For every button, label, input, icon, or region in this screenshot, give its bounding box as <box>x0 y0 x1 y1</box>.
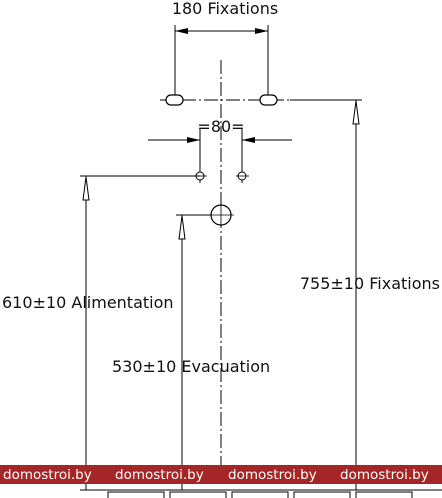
fixation-slot-left <box>165 94 184 106</box>
floor-tile <box>293 491 351 498</box>
arrowhead-left <box>175 28 188 34</box>
height-evacuation-label: 530±10 Evacuation <box>112 357 270 376</box>
watermark-text-3: domostroi.by <box>228 467 317 483</box>
height-fixations-label: 755±10 Fixations <box>300 274 440 293</box>
watermark-bar: domostroi.by domostroi.by domostroi.by d… <box>0 465 442 484</box>
pipe-spacing-dimension: =80= <box>148 117 292 183</box>
watermark-text-1: domostroi.by <box>3 467 92 483</box>
height-alimentation-dimension: 610±10 Alimentation <box>2 175 200 490</box>
drain-outlet <box>208 202 234 228</box>
floor-tile <box>107 491 165 498</box>
watermark-background <box>0 465 442 484</box>
floor-tile <box>169 491 227 498</box>
height-alimentation-label: 610±10 Alimentation <box>2 293 174 312</box>
height-fixations-dimension: 755±10 Fixations <box>290 99 440 490</box>
arrowhead-up-fixations <box>352 100 360 125</box>
floor-tile <box>355 491 413 498</box>
floor-tile <box>231 491 289 498</box>
fixation-holes <box>160 94 362 106</box>
pipe-spacing-label: =80= <box>197 117 244 136</box>
arrowhead-right <box>255 28 268 34</box>
watermark-text-4: domostroi.by <box>340 467 429 483</box>
arrowhead-inward-right <box>242 137 255 143</box>
watermark-text-2: domostroi.by <box>115 467 204 483</box>
arrowhead-up-evacuation <box>178 215 186 240</box>
arrowhead-up-alimentation <box>82 176 90 201</box>
fixations-spacing-label: 180 Fixations <box>172 0 278 18</box>
fixation-slot-right <box>259 94 278 106</box>
height-evacuation-dimension: 530±10 Evacuation <box>112 214 270 490</box>
arrowhead-inward-left <box>187 137 200 143</box>
fixations-spacing-dimension: 180 Fixations <box>172 0 278 95</box>
floor-tiles <box>80 489 442 498</box>
